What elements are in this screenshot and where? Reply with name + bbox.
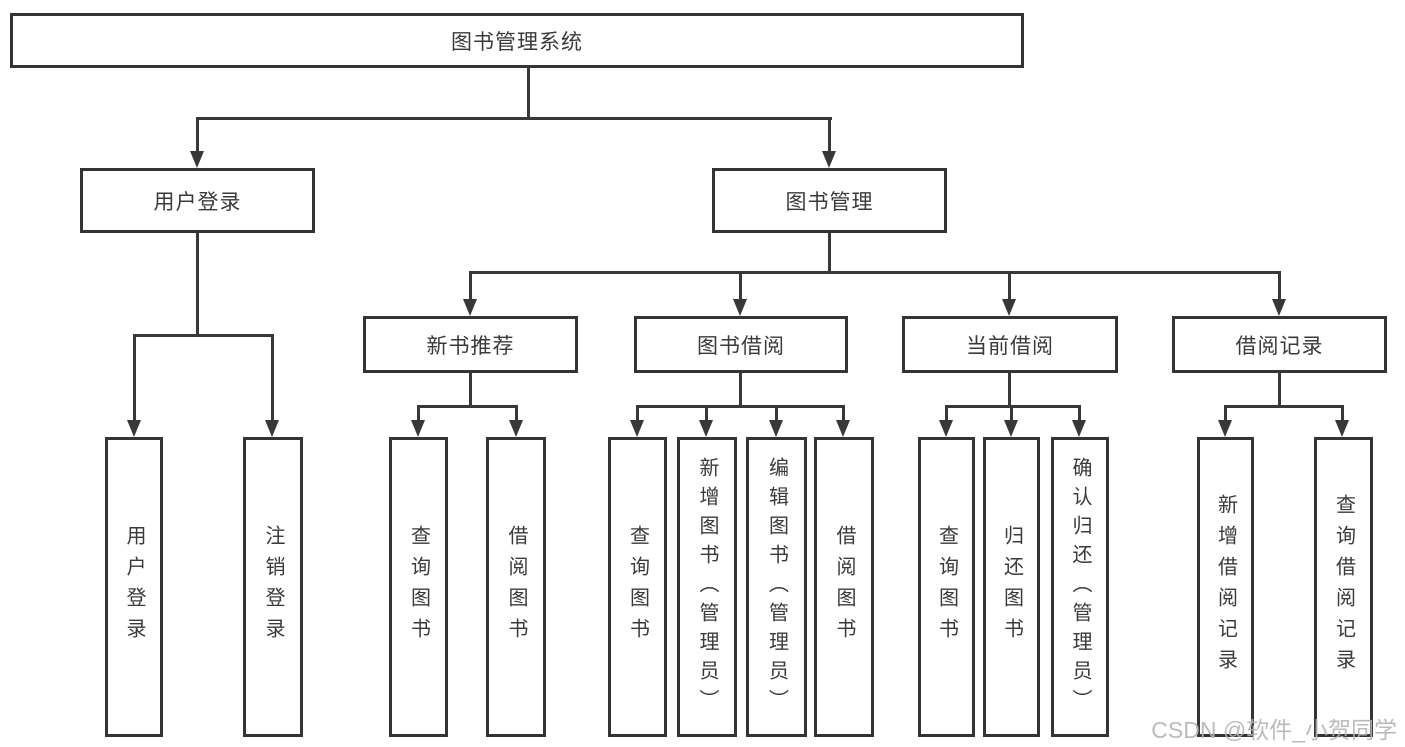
node-book-management: 图书管理: [712, 168, 947, 233]
edge-records-stem: [1278, 371, 1281, 408]
leaf-logout-label: 注销登录: [262, 525, 284, 649]
edge-arrowhead-records-add: [1218, 420, 1232, 437]
node-borrowing-records: 借阅记录: [1172, 316, 1387, 373]
edge-arrowhead-borrowing-query: [630, 420, 644, 437]
edge-root-stem: [527, 68, 530, 118]
edge-arrowhead-book-borrowing: [733, 299, 747, 316]
leaf-records-query-record: 查询借阅记录: [1314, 437, 1373, 737]
leaf-recommend-query-books-label: 查询图书: [407, 525, 430, 649]
edge-arrowhead-borrowing-edit: [769, 420, 783, 437]
edge-arrowhead-current-return: [1004, 420, 1018, 437]
edge-level2-bus: [469, 271, 1281, 274]
edge-drop-records-query: [1341, 405, 1344, 421]
node-new-book-recommend: 新书推荐: [363, 316, 578, 373]
edge-drop-borrowing-edit: [775, 405, 778, 421]
edge-arrowhead-borrowing-records: [1272, 299, 1286, 316]
csdn-watermark: CSDN @软件_小贺同学: [1151, 717, 1397, 743]
leaf-records-query-record-label: 查询借阅记录: [1332, 494, 1355, 680]
edge-drop-book-management: [828, 117, 831, 152]
edge-drop-records-add: [1224, 405, 1227, 421]
leaf-logout: 注销登录: [243, 437, 303, 737]
edge-arrowhead-leaf-user-login: [127, 420, 141, 437]
edge-recommend-stem: [469, 371, 472, 408]
leaf-user-login-label: 用户登录: [123, 525, 145, 649]
edge-book-management-stem: [828, 233, 831, 274]
leaf-borrowing-borrow-books: 借阅图书: [814, 437, 874, 737]
edge-arrowhead-user-login: [190, 151, 204, 168]
leaf-user-login: 用户登录: [105, 437, 163, 737]
leaf-borrowing-query-books: 查询图书: [608, 437, 667, 737]
edge-drop-leaf-logout: [271, 334, 274, 421]
node-book-borrowing: 图书借阅: [634, 316, 848, 373]
edge-drop-current-query: [945, 405, 948, 421]
edge-drop-current-borrowing: [1008, 271, 1011, 301]
leaf-borrowing-add-books-admin-label: 新增图书（管理员）: [696, 456, 718, 718]
leaf-borrowing-query-books-label: 查询图书: [626, 525, 649, 649]
leaf-current-return-books-label: 归还图书: [1000, 525, 1023, 649]
edge-arrowhead-borrowing-borrow: [836, 420, 850, 437]
edge-drop-borrowing-records: [1278, 271, 1281, 301]
node-current-borrowing-label: 当前借阅: [966, 334, 1054, 358]
edge-borrowing-stem: [739, 371, 742, 408]
leaf-borrowing-borrow-books-label: 借阅图书: [833, 525, 855, 649]
node-book-management-label: 图书管理: [785, 190, 874, 214]
edge-arrowhead-recommend-query: [411, 420, 425, 437]
edge-drop-current-confirm: [1078, 405, 1081, 421]
leaf-borrowing-edit-books-admin: 编辑图书（管理员）: [746, 437, 807, 737]
edge-drop-recommend-query: [417, 405, 420, 421]
edge-drop-leaf-user-login: [133, 334, 136, 421]
edge-drop-book-borrowing: [739, 271, 742, 301]
node-user-login: 用户登录: [80, 168, 315, 233]
edge-arrowhead-recommend-borrow: [509, 420, 523, 437]
edge-recommend-bus: [417, 405, 518, 408]
leaf-current-query-books-label: 查询图书: [935, 525, 958, 649]
edge-drop-new-book-recommend: [469, 271, 472, 301]
edge-drop-borrowing-borrow: [842, 405, 845, 421]
node-new-book-recommend-label: 新书推荐: [426, 334, 515, 358]
edge-borrowing-bus: [636, 405, 845, 408]
edge-arrowhead-new-book-recommend: [463, 299, 477, 316]
leaf-borrowing-add-books-admin: 新增图书（管理员）: [677, 437, 737, 737]
leaf-recommend-borrow-books: 借阅图书: [486, 437, 546, 737]
leaf-borrowing-edit-books-admin-label: 编辑图书（管理员）: [765, 456, 788, 718]
node-root-label: 图书管理系统: [451, 30, 583, 54]
leaf-current-return-books: 归还图书: [983, 437, 1040, 737]
edge-drop-current-return: [1010, 405, 1013, 421]
edge-records-bus: [1224, 405, 1343, 408]
edge-user-login-stem: [196, 233, 199, 336]
edge-level1-bus: [196, 117, 832, 120]
edge-arrowhead-book-management: [822, 151, 836, 168]
node-book-borrowing-label: 图书借阅: [697, 334, 785, 358]
edge-arrowhead-current-borrowing: [1002, 299, 1016, 316]
node-borrowing-records-label: 借阅记录: [1235, 334, 1324, 358]
edge-arrowhead-leaf-logout: [265, 420, 279, 437]
node-root: 图书管理系统: [10, 13, 1024, 68]
edge-current-stem: [1008, 371, 1011, 408]
leaf-records-add-record: 新增借阅记录: [1197, 437, 1254, 737]
edge-drop-user-login: [196, 117, 199, 152]
leaf-current-query-books: 查询图书: [918, 437, 975, 737]
edge-arrowhead-current-confirm: [1072, 420, 1086, 437]
node-current-borrowing: 当前借阅: [902, 316, 1118, 373]
edge-arrowhead-current-query: [939, 420, 953, 437]
edge-user-login-bus: [133, 334, 274, 337]
leaf-recommend-borrow-books-label: 借阅图书: [505, 525, 527, 649]
edge-drop-recommend-borrow: [515, 405, 518, 421]
edge-drop-borrowing-add: [705, 405, 708, 421]
leaf-recommend-query-books: 查询图书: [389, 437, 448, 737]
leaf-current-confirm-return-admin-label: 确认归还（管理员）: [1069, 456, 1091, 718]
edge-drop-borrowing-query: [636, 405, 639, 421]
edge-arrowhead-borrowing-add: [699, 420, 713, 437]
edge-arrowhead-records-query: [1335, 420, 1349, 437]
leaf-records-add-record-label: 新增借阅记录: [1214, 494, 1237, 680]
node-user-login-label: 用户登录: [153, 190, 242, 214]
leaf-current-confirm-return-admin: 确认归还（管理员）: [1051, 437, 1109, 737]
